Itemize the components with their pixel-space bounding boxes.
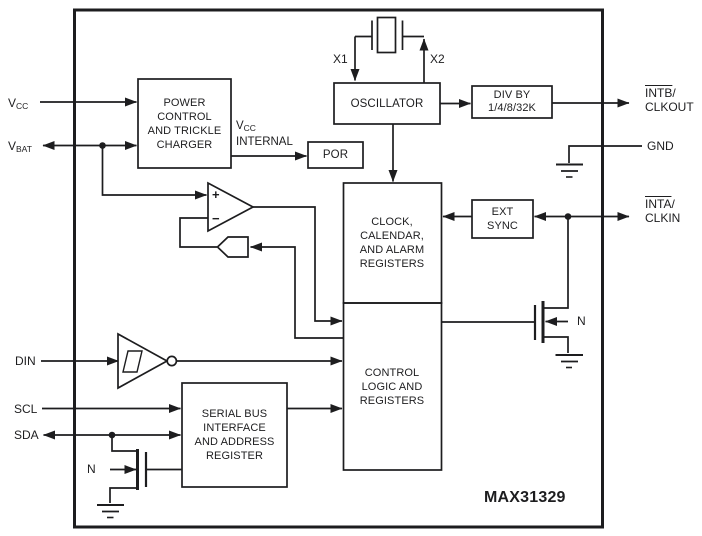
wire-dac-to-comparator-minus <box>179 217 217 248</box>
div-by-block-box <box>471 85 553 119</box>
wire-vbat-to-comparator <box>101 145 207 200</box>
pin-label-scl: SCL <box>14 402 38 416</box>
ext-sync-block-box <box>471 199 534 239</box>
nfet-left-label: N <box>87 462 96 476</box>
div-by-block-label: DIV BY 1/4/8/32K <box>488 89 536 114</box>
chip-boundary <box>73 8 604 529</box>
pin-label-x1: X1 <box>333 52 348 66</box>
crystal-icon <box>355 16 424 54</box>
serial-bus-block-label: SERIAL BUS INTERFACE AND ADDRESS REGISTE… <box>194 408 275 462</box>
junction-dot-inta <box>564 213 572 220</box>
pin-label-sda: SDA <box>14 428 39 442</box>
por-block-label: POR <box>322 149 349 161</box>
power-control-block-box <box>137 78 232 169</box>
nfet-right-label: N <box>577 314 586 328</box>
pin-label-inta-clkin: INTA/ CLKIN <box>645 197 681 225</box>
junction-dot-sda <box>108 431 116 439</box>
comparator-minus-sign: − <box>212 211 220 226</box>
pin-label-x2: X2 <box>430 52 445 66</box>
pin-label-din: DIN <box>15 354 36 368</box>
comparator-icon <box>207 181 255 233</box>
serial-bus-block-box <box>181 382 288 488</box>
comparator-plus-sign: + <box>212 187 220 202</box>
gnd-symbol-top <box>556 145 642 178</box>
clock-calendar-block-label: CLOCK, CALENDAR, AND ALARM REGISTERS <box>359 216 425 270</box>
net-label-vcc-internal: VCC INTERNAL <box>236 120 293 148</box>
ext-sync-block-label: EXT SYNC <box>487 206 518 232</box>
dac-pentagon-icon <box>216 236 249 258</box>
oscillator-block-label: OSCILLATOR <box>350 97 424 110</box>
junction-dot-vbat <box>99 142 106 149</box>
pin-label-vcc: VCC <box>8 96 29 111</box>
junction-dots <box>99 142 572 439</box>
part-number: MAX31329 <box>484 489 566 506</box>
power-control-block-label: POWER CONTROL AND TRICKLE CHARGER <box>147 96 222 151</box>
nfet-left-icon <box>97 435 182 519</box>
wire-comparator-to-control <box>253 206 343 326</box>
control-logic-block-label: CONTROL LOGIC AND REGISTERS <box>359 366 425 407</box>
por-block-box <box>307 141 364 169</box>
nfet-right-icon <box>533 217 583 369</box>
pin-label-gnd: GND <box>647 139 674 153</box>
pin-label-intb-clkout: INTB/ CLKOUT <box>645 86 694 114</box>
control-logic-block-box <box>342 302 443 471</box>
pin-label-vbat: VBAT <box>8 139 32 154</box>
schmitt-trigger-icon <box>117 332 178 390</box>
wire-control-to-dac <box>250 242 344 339</box>
